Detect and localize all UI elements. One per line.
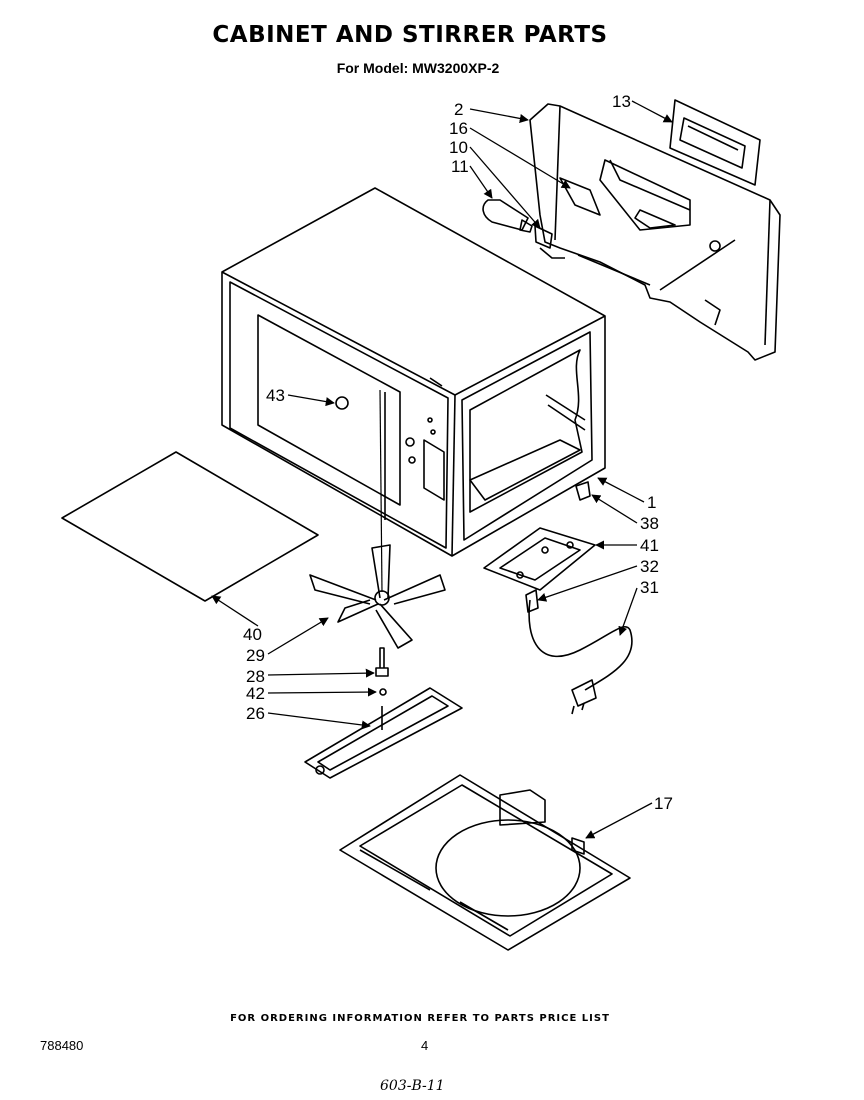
page-title: CABINET AND STIRRER PARTS: [212, 22, 608, 48]
lamp-socket: [534, 225, 565, 259]
back-panel: [529, 103, 781, 361]
callout-2: 2: [454, 100, 463, 119]
callout-labels: 2 16 10 11 13 43 1 38 41 32 31 40 29 28 …: [243, 92, 673, 813]
ordering-note: FOR ORDERING INFORMATION REFER TO PARTS …: [230, 1013, 610, 1024]
panel-cover: [669, 99, 761, 186]
stirrer-fan: [309, 544, 446, 649]
document-number: 788480: [40, 1038, 84, 1053]
page-number: 4: [421, 1038, 429, 1053]
callout-40: 40: [243, 625, 262, 644]
callout-28: 28: [246, 667, 265, 686]
leader-lines: [211, 100, 673, 839]
cabinet-foot: [575, 481, 591, 501]
model-subtitle: For Model: MW3200XP-2: [336, 60, 500, 76]
screw: [375, 647, 389, 677]
stirrer-shaft: [379, 389, 383, 593]
base-plate: [339, 774, 631, 951]
washer: [379, 688, 387, 696]
callout-1: 1: [647, 493, 656, 512]
callout-29: 29: [246, 646, 265, 665]
cabinet-shell: [221, 187, 606, 557]
stirrer-support-bar: [304, 687, 463, 779]
callout-41: 41: [640, 536, 659, 555]
callout-38: 38: [640, 514, 659, 533]
callout-10: 10: [449, 138, 468, 157]
handwritten-code: 603-B-11: [380, 1078, 445, 1094]
callout-31: 31: [640, 578, 659, 597]
shaft-coupling: [335, 396, 349, 410]
callout-13: 13: [612, 92, 631, 111]
callout-42: 42: [246, 684, 265, 703]
callout-43: 43: [266, 386, 285, 405]
power-cord: [525, 589, 633, 715]
callout-26: 26: [246, 704, 265, 723]
callout-11: 11: [451, 157, 469, 176]
lamp-bulb: [482, 199, 533, 233]
callout-32: 32: [640, 557, 659, 576]
callout-16: 16: [449, 119, 468, 138]
callout-17: 17: [654, 794, 673, 813]
mounting-bracket: [483, 527, 596, 591]
shelf-plate: [61, 451, 319, 602]
